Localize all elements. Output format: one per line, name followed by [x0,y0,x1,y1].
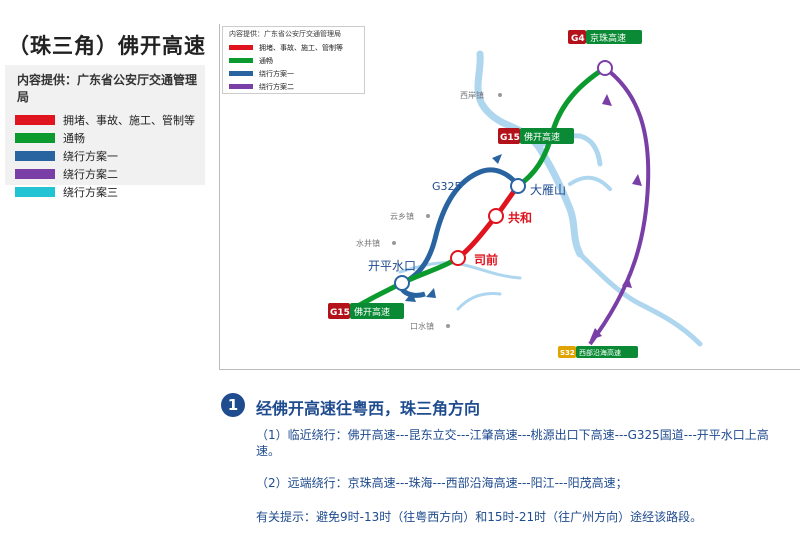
shield-name: 佛开高速 [524,131,560,143]
node-marker [488,208,504,224]
shield-g15-lower: G15 佛开高速 [328,303,404,319]
inner-legend-item: 绕行方案一 [229,67,364,80]
inner-legend: 内容提供：广东省公安厅交通管理局 拥堵、事故、施工、管制等 通畅 绕行方案一 绕… [222,26,365,94]
legend-swatch [15,151,55,161]
town-dot [392,241,396,245]
legend-swatch [229,58,253,63]
town-dot [426,214,430,218]
inner-legend-item: 绕行方案二 [229,80,364,93]
shield-name-box [586,30,642,44]
legend-swatch [229,45,253,50]
legend-swatch [15,187,55,197]
town-label: 云乡镇 [390,211,414,221]
legend-item: 绕行方案三 [15,183,205,201]
legend-label: 通畅 [259,56,273,65]
map-svg: 大雁山 共和 司前 开平水口 G325 西岸镇 云乡镇 水井镇 口水镇 G4 京… [328,30,703,358]
shield-code: G15 [330,308,350,318]
node-label: 共和 [508,210,532,225]
river [456,292,502,311]
legend-item: 通畅 [15,129,205,147]
travel-tip: 有关提示：避免9时-13时（往粤西方向）和15时-21时（往广州方向）途经该路段… [256,510,703,524]
shield-code: S32 [560,349,575,357]
route-clear-upper [516,65,607,189]
legend-swatch [15,115,55,125]
legend-label: 绕行方案一 [63,150,118,163]
river [577,251,703,347]
legend-swatch [15,133,55,143]
shield-s32: S32 西部沿海高速 [558,346,638,358]
direction-arrow [622,276,632,288]
town-dot [446,324,450,328]
direction-arrow [405,292,416,302]
route-plan-two [588,66,651,346]
route-map: 内容提供：广东省公安厅交通管理局 拥堵、事故、施工、管制等 通畅 绕行方案一 绕… [219,24,800,370]
town-label: 西岸镇 [460,90,484,100]
direction-arrow [632,174,642,186]
river [568,175,612,191]
legend-item: 绕行方案一 [15,147,205,165]
shield-g4: G4 京珠高速 [568,30,642,44]
shield-code-box [328,303,350,319]
town-dot [498,93,502,97]
inner-legend-item: 拥堵、事故、施工、管制等 [229,41,364,54]
legend-label: 拥堵、事故、施工、管制等 [259,43,343,52]
town-label: 口水镇 [410,321,434,331]
shield-name: 京珠高速 [590,32,626,44]
node-marker [394,275,410,291]
shield-name-box [520,128,574,144]
legend-label: 拥堵、事故、施工、管制等 [63,114,195,127]
node-label: 司前 [474,252,498,267]
legend-source: 内容提供：广东省公安厅交通管理局 [17,73,198,104]
shield-code-box [568,30,586,44]
direction-arrow [590,328,602,340]
node-label: 开平水口 [368,259,416,273]
shield-code: G4 [571,34,585,44]
legend-swatch [15,169,55,179]
node-marker [597,60,613,76]
legend-label: 通畅 [63,132,85,145]
node-marker [510,178,526,194]
shield-code: G15 [500,133,520,143]
legend-label: 绕行方案一 [259,69,294,78]
shield-code-box [558,346,576,358]
inner-legend-item: 通畅 [229,54,364,67]
shield-name: 佛开高速 [354,306,390,318]
page-title: （珠三角）佛开高速 [8,34,206,58]
section-title: 经佛开高速往粤西，珠三角方向 [256,399,481,418]
legend-label: 绕行方案三 [63,186,118,199]
shield-name: 西部沿海高速 [579,348,621,357]
legend-item: 拥堵、事故、施工、管制等 [15,111,205,129]
direction-arrow [492,154,502,164]
legend-panel: 内容提供：广东省公安厅交通管理局 拥堵、事故、施工、管制等 通畅 绕行方案一 绕… [5,65,205,199]
inner-legend-source: 内容提供：广东省公安厅交通管理局 [229,30,341,38]
road-label: G325 [432,180,462,193]
detour-near: （1）临近绕行：佛开高速---昆东立交---江肇高速---桃源出口下高速---G… [256,428,769,458]
legend-label: 绕行方案二 [259,82,294,91]
detour-far: （2）远端绕行：京珠高速---珠海---西部沿海高速---阳江---阳茂高速； [256,476,628,490]
direction-arrow [426,288,436,298]
section-number: 1 [221,393,245,417]
shield-g15-upper: G15 佛开高速 [498,128,574,144]
legend-swatch [229,84,253,89]
direction-arrow [602,94,612,106]
node-label: 大雁山 [530,183,566,197]
town-label: 水井镇 [356,238,380,248]
node-marker [450,250,466,266]
legend-swatch [229,71,253,76]
shield-name-box [350,303,404,319]
legend-label: 绕行方案二 [63,168,118,181]
shield-code-box [498,128,520,144]
legend-item: 绕行方案二 [15,165,205,183]
shield-name-box [576,346,638,358]
